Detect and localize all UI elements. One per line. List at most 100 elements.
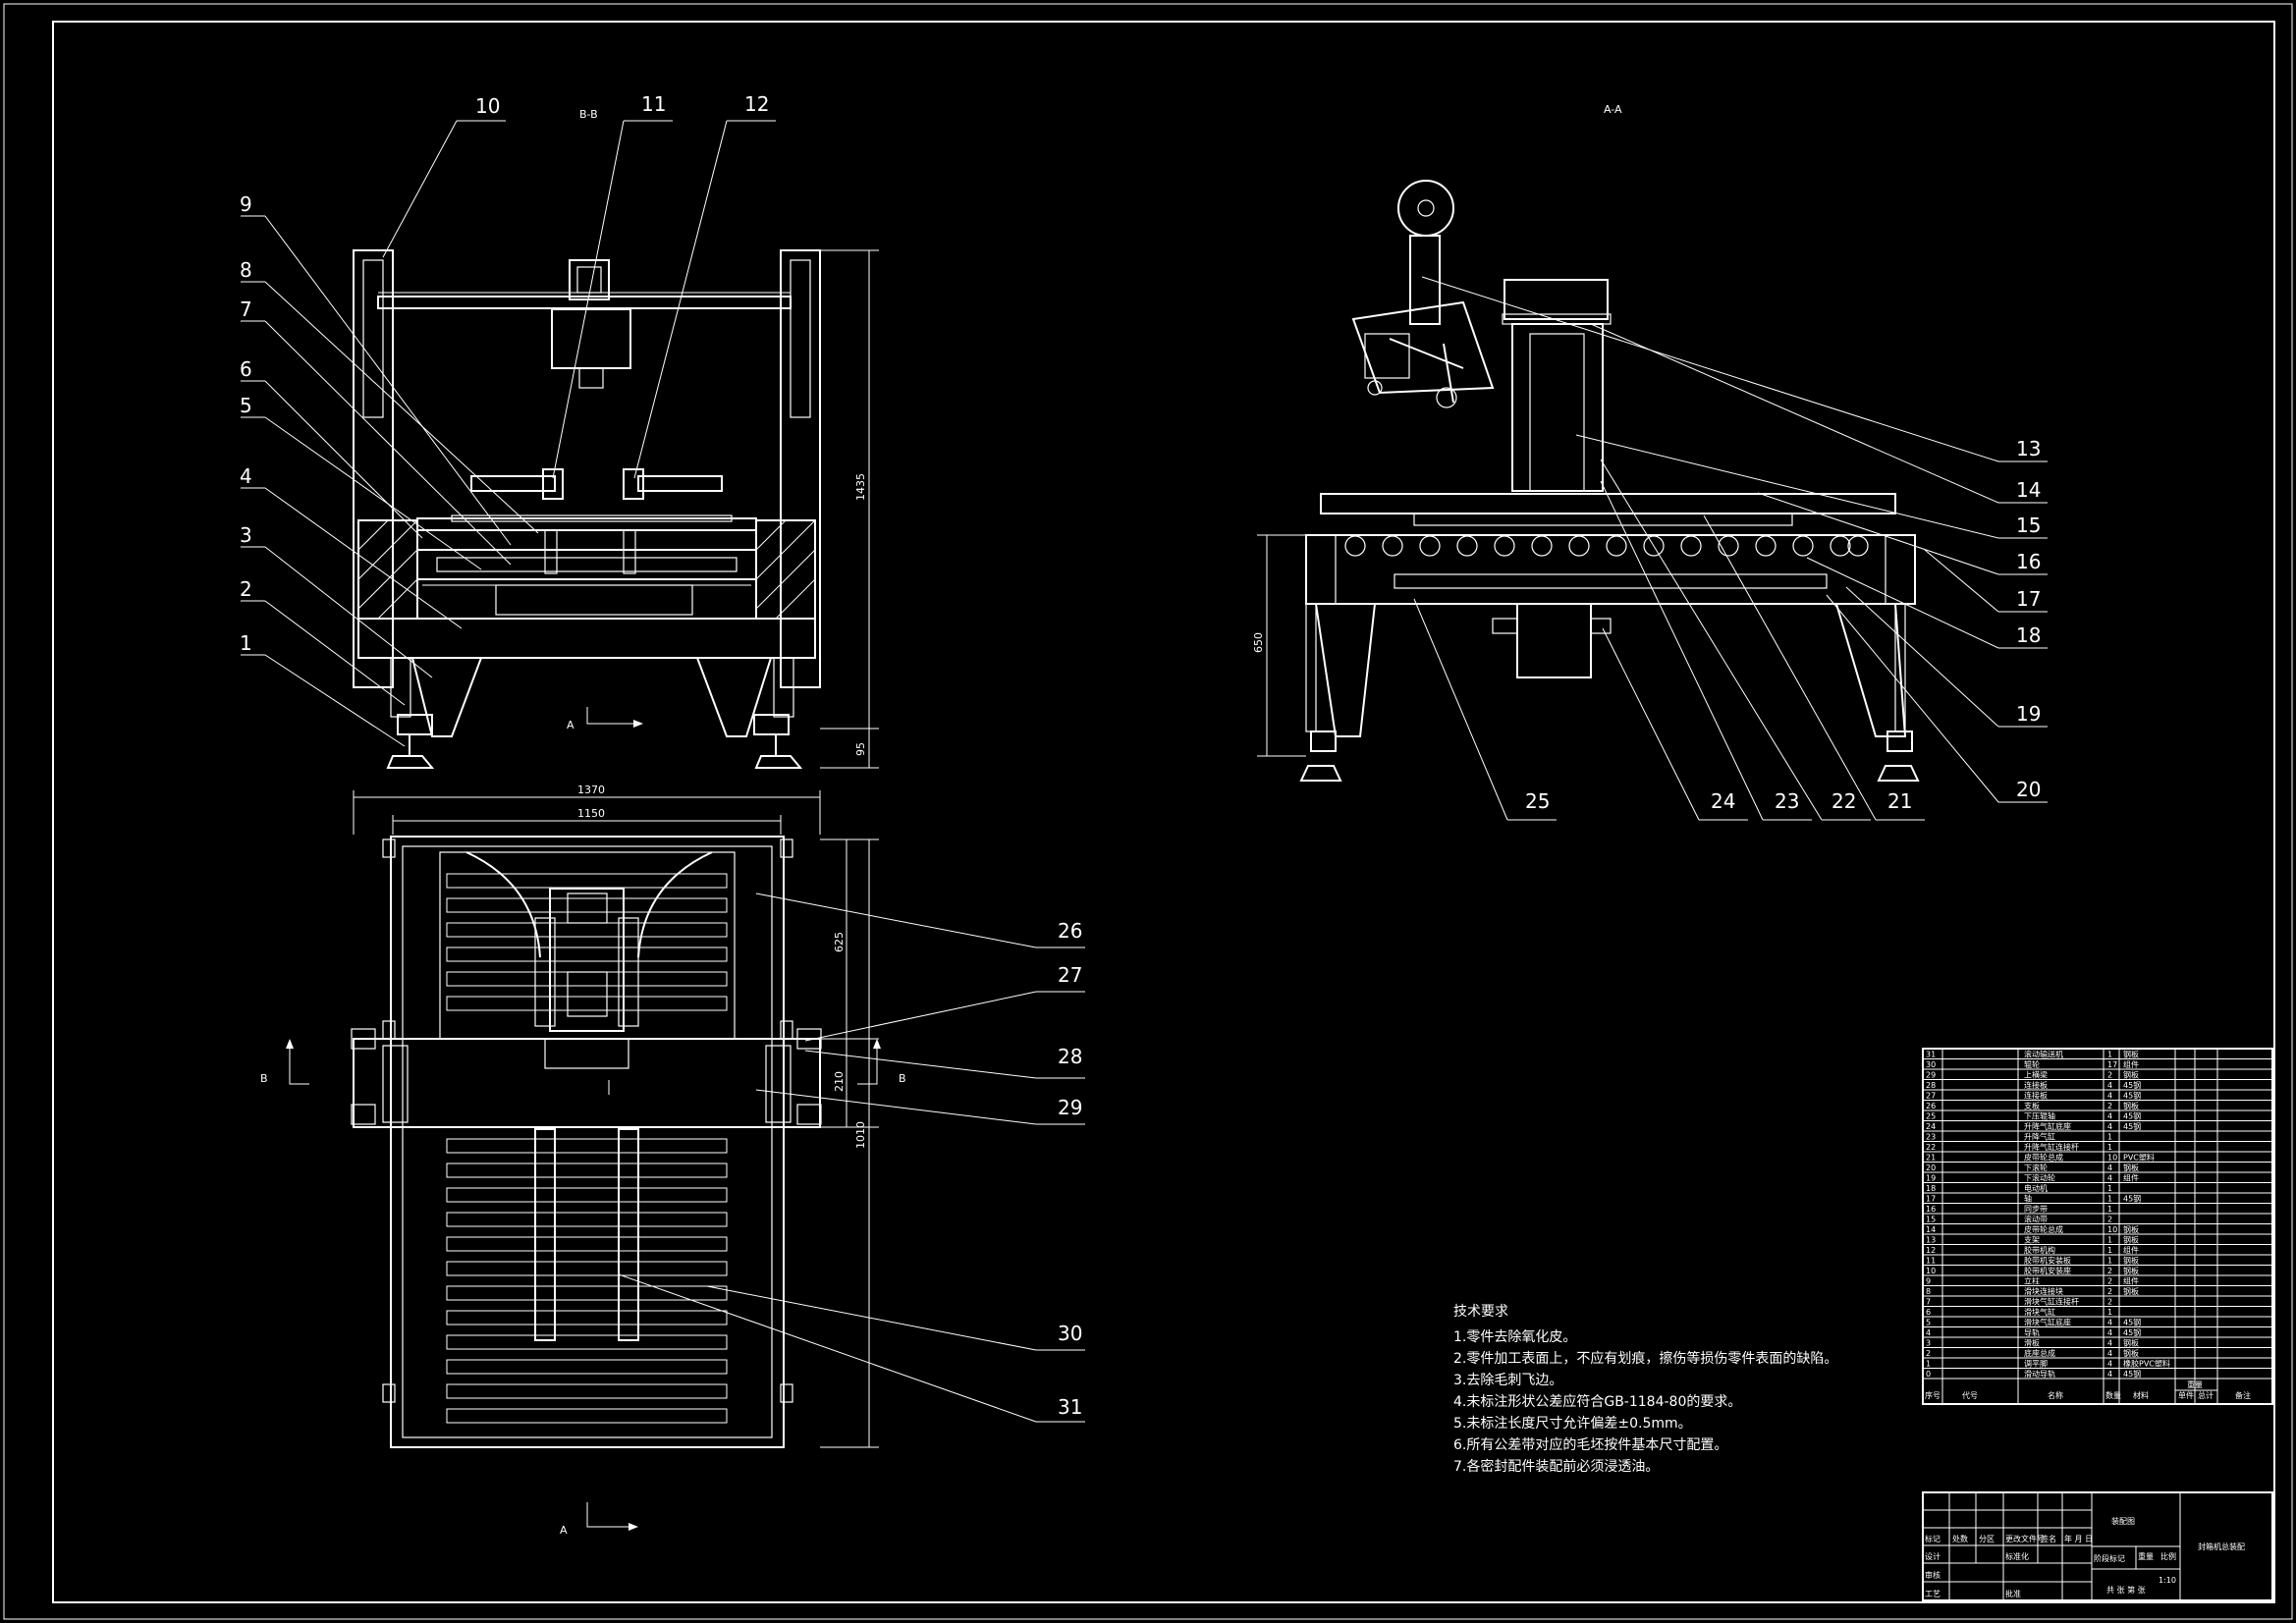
parts-row-no: 25: [1926, 1112, 1936, 1121]
parts-row-name: 调平脚: [2024, 1359, 2048, 1369]
marker-a-bottom: A: [560, 1524, 568, 1537]
note-7: 7.各密封配件装配前必须浸透油。: [1453, 1458, 1659, 1475]
balloon-25: 25: [1525, 789, 1550, 813]
guide-arc-right: [637, 851, 713, 958]
parts-row-qty: 2: [2107, 1277, 2112, 1286]
lower-guide-right: [618, 1128, 639, 1341]
parts-row-name: 升降气缸连接杆: [2024, 1142, 2079, 1152]
parts-row-qty: 2: [2107, 1071, 2112, 1080]
parts-row-no: 0: [1926, 1370, 1931, 1379]
slide-cylinder: [416, 549, 757, 580]
side-rollers: [1344, 535, 1869, 557]
parts-row-no: 17: [1926, 1195, 1936, 1204]
title-block: 装配图 封箱机总装配 阶段标记 重量 比例 1:10 共 张 第 张 标记 处数…: [1922, 1491, 2273, 1601]
parts-row-mat: 组件: [2123, 1245, 2139, 1255]
lower-guide-left: [534, 1128, 556, 1341]
parts-row-mat: 45钢: [2123, 1369, 2141, 1379]
tape-reel: [1397, 180, 1454, 237]
parts-row-qty: 4: [2107, 1122, 2112, 1131]
parts-row-no: 4: [1926, 1328, 1931, 1337]
parts-row-mat: 钢板: [2123, 1224, 2139, 1234]
parts-row-mat: 钢板: [2123, 1235, 2139, 1245]
parts-row-name: 滑块连接块: [2024, 1286, 2063, 1296]
plan-view: 1370 1150: [260, 784, 906, 1537]
balloon-4: 4: [240, 464, 252, 488]
tb-role-design: 设计: [1925, 1551, 1941, 1561]
parts-row-no: 10: [1926, 1267, 1936, 1275]
inner-border: [52, 21, 2275, 1603]
parts-row-qty: 4: [2107, 1092, 2112, 1101]
parts-row-name: 升降气缸: [2024, 1132, 2055, 1142]
parts-header: 材料: [2133, 1390, 2149, 1400]
balloon-24: 24: [1711, 789, 1735, 813]
parts-header-weight: 重量: [2187, 1380, 2203, 1389]
parts-row-name: 同步带: [2024, 1205, 2048, 1214]
parts-header: 数量: [2105, 1390, 2121, 1400]
balloon-27: 27: [1058, 963, 1082, 987]
rollers-upper: [446, 873, 728, 1011]
side-motor: [1516, 603, 1592, 678]
parts-row-no: 24: [1926, 1122, 1936, 1131]
parts-row-no: 26: [1926, 1102, 1936, 1110]
parts-row-qty: 1: [2107, 1195, 2112, 1204]
balloon-30: 30: [1058, 1322, 1082, 1345]
parts-row-no: 1: [1926, 1360, 1931, 1369]
balloon-8: 8: [240, 258, 252, 282]
parts-row-qty: 10: [2107, 1154, 2117, 1163]
outer-border: [3, 3, 2293, 1620]
side-frame: [1305, 534, 1916, 605]
note-3: 3.去除毛刺飞边。: [1453, 1373, 1562, 1388]
tb-role-review: 审核: [1925, 1570, 1941, 1580]
parts-row-qty: 1: [2107, 1246, 2112, 1255]
parts-row-no: 19: [1926, 1174, 1936, 1183]
parts-row-no: 18: [1926, 1184, 1936, 1193]
parts-row-name: 滑块气缸: [2024, 1307, 2055, 1317]
balloon-21: 21: [1887, 789, 1912, 813]
parts-header: 备注: [2235, 1390, 2251, 1400]
tb-assembly: 装配图: [2111, 1516, 2135, 1526]
section-label-bb: B-B: [579, 108, 598, 121]
parts-row-qty: 1: [2107, 1236, 2112, 1245]
parts-row-mat: 组件: [2123, 1173, 2139, 1183]
parts-row-no: 31: [1926, 1051, 1936, 1059]
left-leg: [410, 657, 483, 737]
balloon-11: 11: [641, 92, 666, 116]
parts-row-name: 下压辊轴: [2024, 1111, 2055, 1121]
parts-row-qty: 2: [2107, 1102, 2112, 1110]
marker-a-top: A: [567, 719, 574, 731]
balloon-labels: 1 2 3 4 5 6 7 8 9 10 11 12 13 14 15 16 1…: [240, 92, 2041, 1419]
parts-row-qty: 2: [2107, 1216, 2112, 1224]
balloon-22: 22: [1831, 789, 1856, 813]
parts-row-qty: 4: [2107, 1112, 2112, 1121]
parts-row-no: 14: [1926, 1225, 1936, 1234]
parts-row-qty: 4: [2107, 1349, 2112, 1358]
parts-row-name: 连接板: [2024, 1091, 2048, 1101]
dim-625: 625: [833, 932, 846, 952]
parts-row-name: 轴: [2024, 1194, 2032, 1204]
parts-row-mat: 45钢: [2123, 1318, 2141, 1327]
parts-row-name: 立柱: [2024, 1276, 2040, 1286]
balloon-leaders: [241, 120, 2048, 1423]
parts-row-qty: 1: [2107, 1205, 2112, 1214]
tb-rev-doc: 更改文件号: [2005, 1534, 2045, 1543]
parts-row-name: 电动机: [2024, 1183, 2048, 1193]
side-left-leg: [1314, 603, 1377, 737]
tb-role-process: 工艺: [1925, 1590, 1941, 1598]
dim-95: 95: [854, 742, 867, 756]
section-label-aa: A-A: [1604, 103, 1622, 116]
parts-row-qty: 1: [2107, 1184, 2112, 1193]
note-6: 6.所有公差带对应的毛坯按件基本尺寸配置。: [1453, 1436, 1727, 1453]
hatched-block-left: [357, 519, 418, 620]
front-view-bb: B-B: [353, 108, 879, 769]
parts-row-name: 胶带机安装板: [2024, 1256, 2071, 1266]
tb-rev-zone: 分区: [1979, 1535, 1995, 1543]
parts-row-qty: 10: [2107, 1225, 2117, 1234]
tb-role-std: 标准化: [2005, 1551, 2029, 1561]
parts-header: 名称: [2048, 1390, 2063, 1400]
parts-row-name: 连接板: [2024, 1080, 2048, 1090]
dim-1010: 1010: [854, 1121, 867, 1149]
parts-row-mat: 45钢: [2123, 1080, 2141, 1090]
parts-row-no: 16: [1926, 1205, 1936, 1214]
